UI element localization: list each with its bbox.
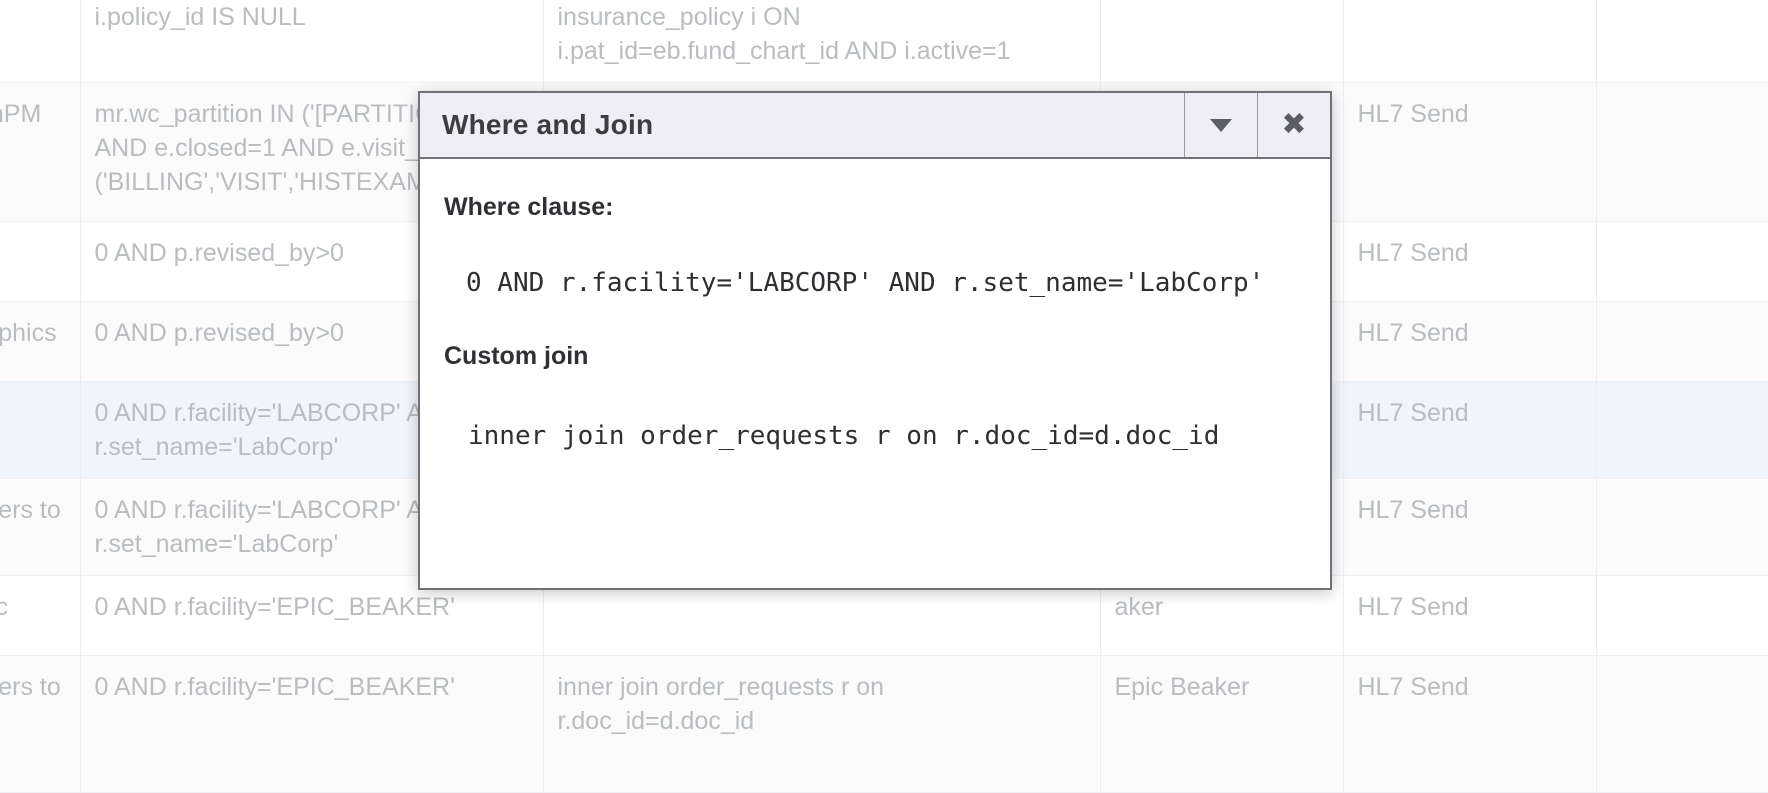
table-row[interactable]: rders to 0 AND r.facility='EPIC_BEAKER' …: [0, 655, 1768, 793]
cell-source: [1100, 0, 1344, 83]
dialog-title: Where and Join: [442, 109, 654, 140]
custom-join-label: Custom join: [444, 342, 589, 370]
cell-join: insurance_policy i ON i.pat_id=eb.fund_c…: [543, 0, 1101, 83]
cell-action: HL7 Send: [1343, 575, 1597, 656]
cell-system: arphics: [0, 301, 81, 382]
cell-action: [1343, 0, 1597, 83]
cell-system: [0, 221, 81, 302]
close-button[interactable]: ✖: [1257, 93, 1330, 157]
where-clause-label: Where clause:: [444, 193, 614, 221]
cell-system: rders to: [0, 478, 81, 576]
cell-extra: [1596, 478, 1768, 576]
table-row[interactable]: i.policy_id IS NULL insurance_policy i O…: [0, 0, 1768, 83]
cell-action: HL7 Send: [1343, 82, 1597, 222]
cell-where: i.policy_id IS NULL: [80, 0, 544, 83]
where-and-join-dialog[interactable]: Where and Join ✖ Where clause: 0 AND r.f…: [418, 91, 1332, 590]
cell-extra: [1596, 655, 1768, 793]
cell-source: Epic Beaker: [1100, 655, 1344, 793]
cell-action: HL7 Send: [1343, 381, 1597, 479]
cell-system: pic: [0, 575, 81, 656]
cell-extra: [1596, 301, 1768, 382]
where-clause-value: 0 AND r.facility='LABCORP' AND r.set_nam…: [466, 268, 1265, 298]
chevron-down-icon: [1210, 118, 1232, 132]
cell-system: rders to: [0, 655, 81, 793]
custom-join-value: inner join order_requests r on r.doc_id=…: [468, 421, 1220, 451]
cell-where: 0 AND r.facility='EPIC_BEAKER': [80, 655, 544, 793]
cell-action: HL7 Send: [1343, 221, 1597, 302]
dialog-body: Where clause: 0 AND r.facility='LABCORP'…: [420, 159, 1330, 461]
cell-action: HL7 Send: [1343, 478, 1597, 576]
cell-action: HL7 Send: [1343, 301, 1597, 382]
cell-join: inner join order_requests r on r.doc_id=…: [543, 655, 1101, 793]
cell-extra: [1596, 82, 1768, 222]
cell-extra: [1596, 381, 1768, 479]
cell-system: [0, 0, 81, 83]
cell-action: HL7 Send: [1343, 655, 1597, 793]
cell-system: enPM: [0, 82, 81, 222]
cell-system: [0, 381, 81, 479]
cell-extra: [1596, 221, 1768, 302]
collapse-button[interactable]: [1184, 93, 1257, 157]
close-icon: ✖: [1281, 107, 1307, 142]
cell-extra: [1596, 575, 1768, 656]
dialog-title-bar[interactable]: Where and Join ✖: [420, 93, 1330, 159]
cell-extra: [1596, 0, 1768, 83]
